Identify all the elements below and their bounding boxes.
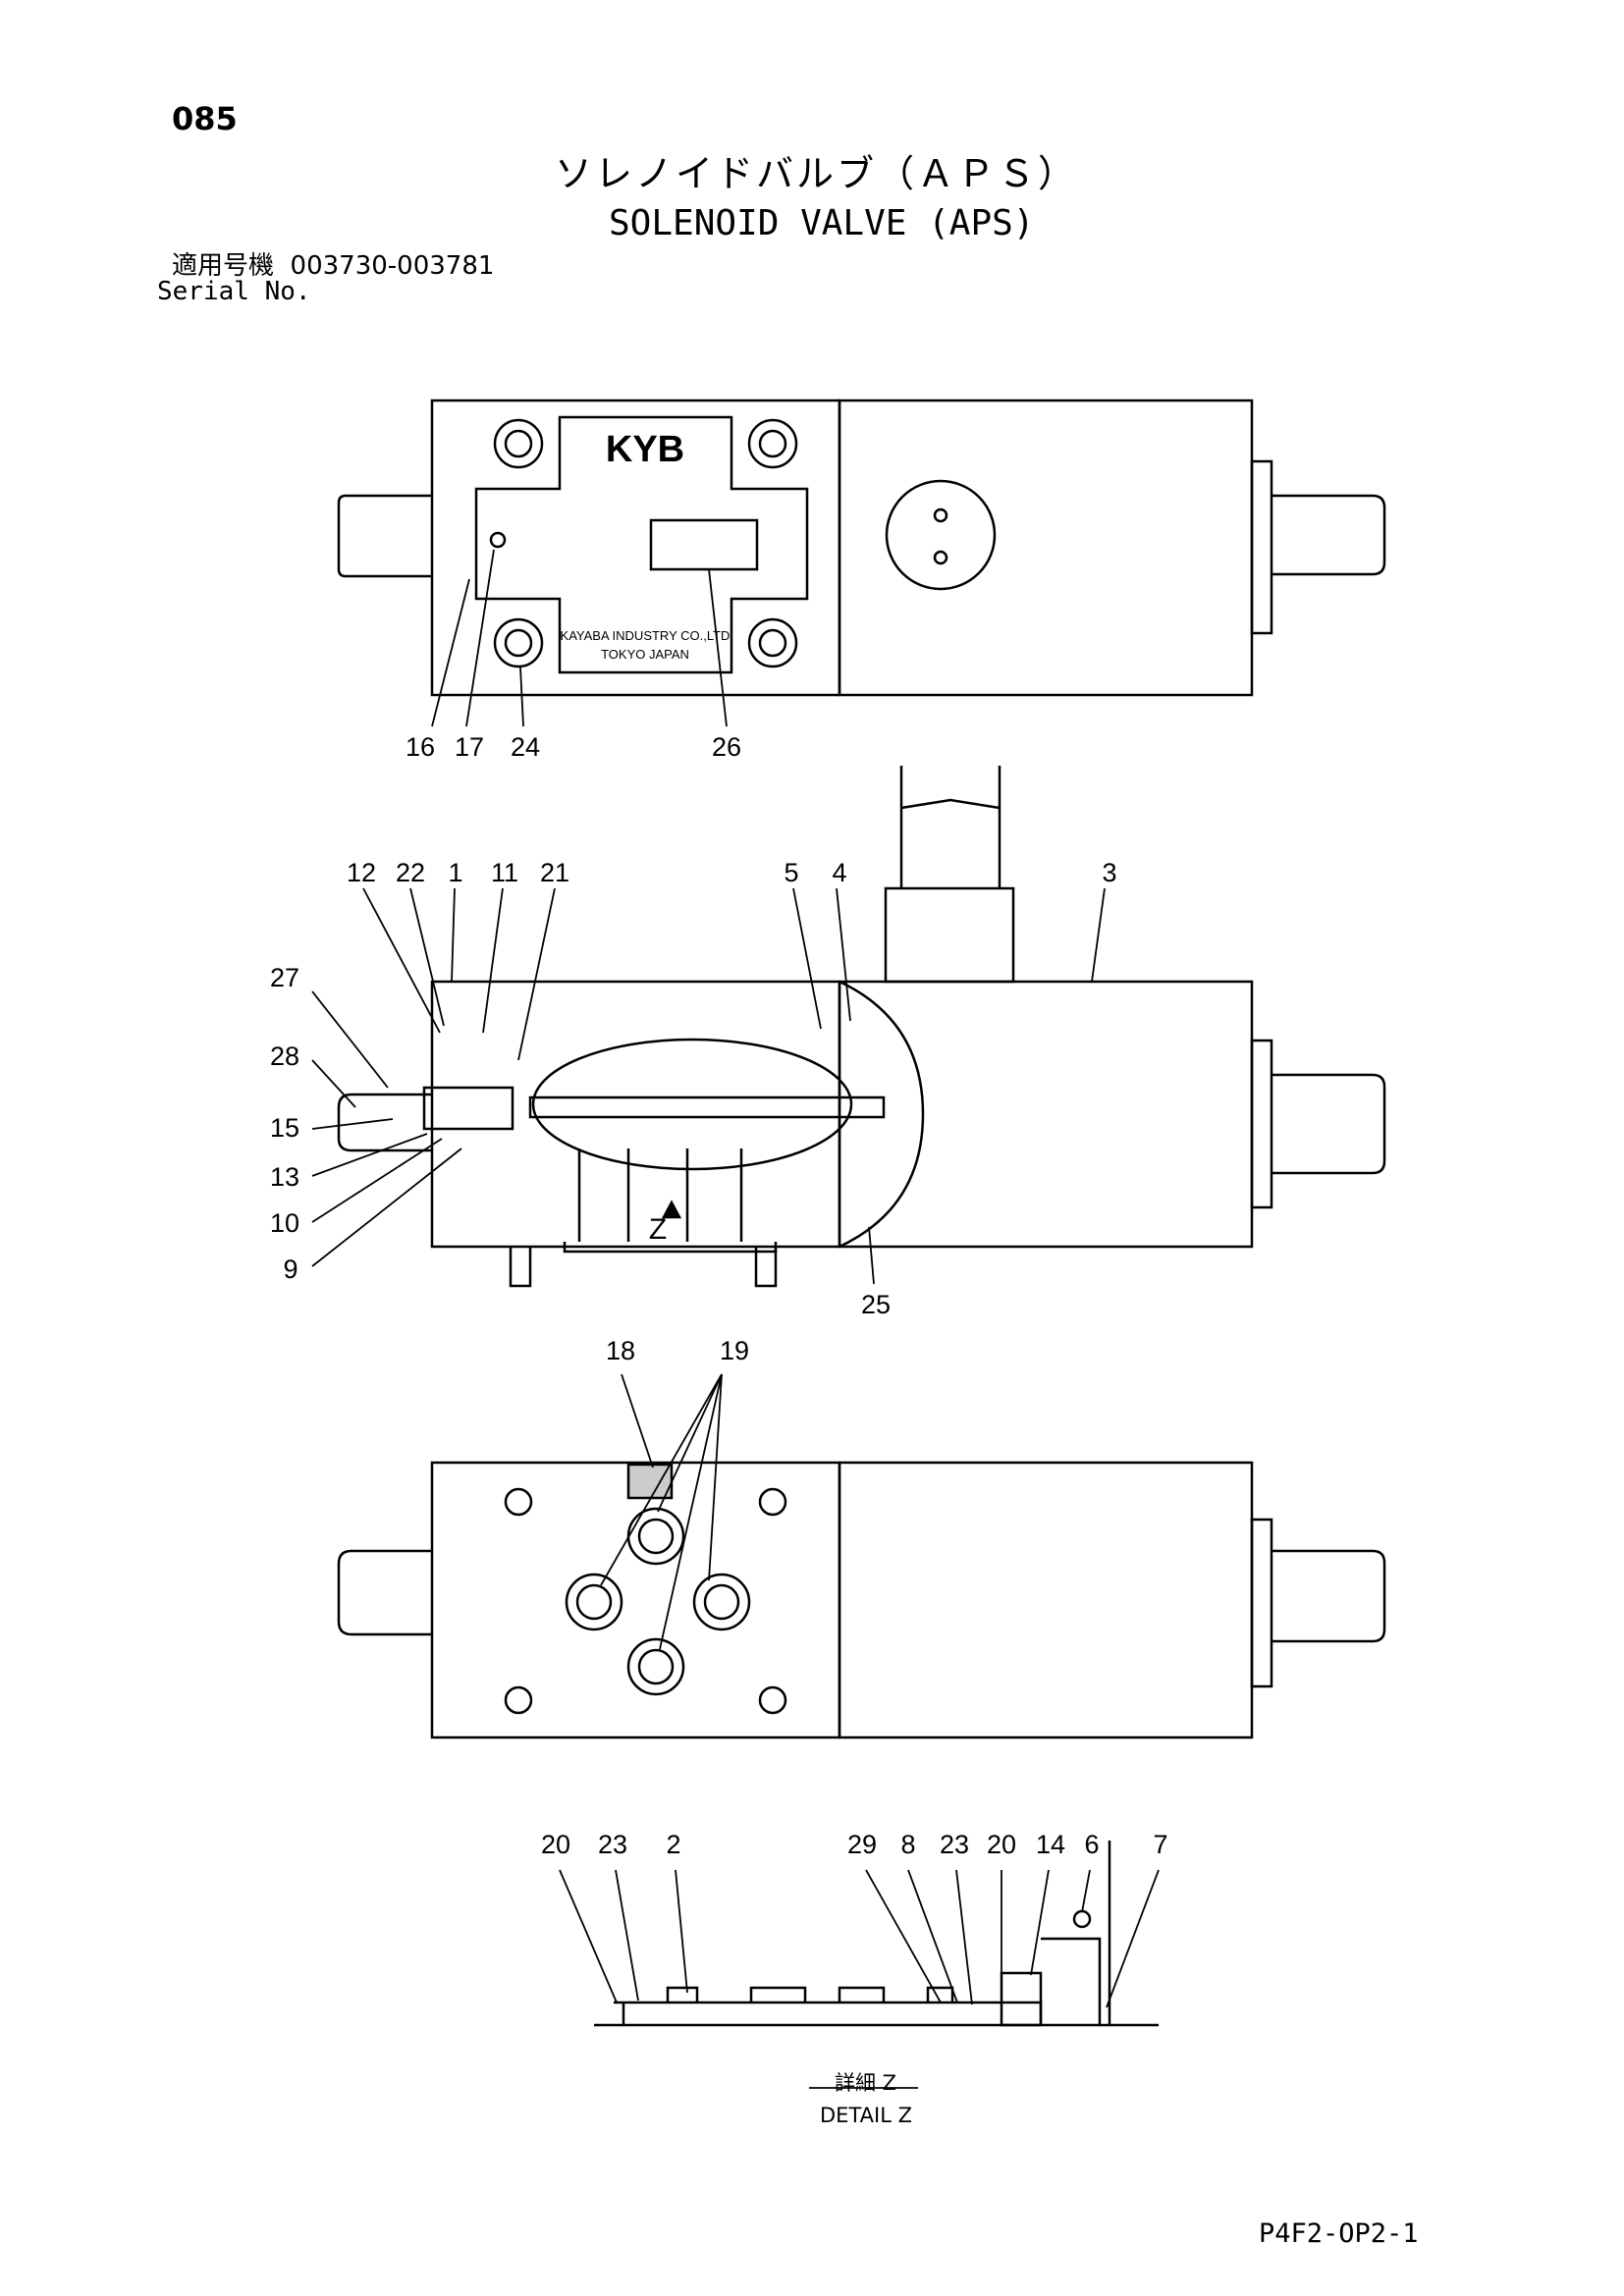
view-marker-z: Z	[649, 1213, 667, 1246]
detail-label: DETAIL Z	[820, 2104, 912, 2127]
page-title: SOLENOID VALVE (APS)	[609, 203, 1035, 243]
callout-23-left: 23	[598, 1830, 627, 1859]
callout-16: 16	[406, 732, 435, 762]
callout-27: 27	[270, 963, 299, 992]
callout-2: 2	[666, 1830, 680, 1859]
section-view	[337, 766, 1386, 1288]
callout-3: 3	[1102, 858, 1116, 887]
page-number: 085	[172, 100, 238, 137]
callout-28: 28	[270, 1041, 299, 1071]
callout-7: 7	[1153, 1830, 1167, 1859]
callout-26: 26	[712, 732, 741, 762]
detail-z-view	[594, 1841, 1159, 2027]
top-view	[337, 399, 1386, 697]
callout-24: 24	[511, 732, 540, 762]
serial-range: 003730-003781	[290, 251, 495, 281]
callout-20-right: 20	[987, 1830, 1016, 1859]
callout-11: 11	[491, 858, 518, 887]
callout-14: 14	[1036, 1830, 1065, 1859]
callout-4: 4	[832, 858, 846, 887]
callout-8: 8	[900, 1830, 915, 1859]
callout-20-left: 20	[541, 1830, 570, 1859]
nameplate-maker: KAYABA INDUSTRY CO.,LTD	[561, 628, 731, 643]
callout-22: 22	[396, 858, 425, 887]
callout-1: 1	[448, 858, 462, 887]
page-title-japanese: ソレノイドバルブ（ＡＰＳ）	[555, 152, 1079, 195]
serial-label-japanese: 適用号機	[172, 251, 275, 281]
callout-19: 19	[720, 1336, 749, 1365]
serial-label: Serial No.	[157, 277, 311, 306]
callout-17: 17	[455, 732, 484, 762]
nameplate-brand: KYB	[606, 429, 684, 470]
callout-9: 9	[283, 1255, 298, 1284]
leader-lines	[311, 549, 1160, 2017]
detail-label-japanese: 詳細 Z	[835, 2071, 897, 2095]
callout-6: 6	[1084, 1830, 1099, 1859]
callout-23-right: 23	[940, 1830, 969, 1859]
callout-18: 18	[606, 1336, 635, 1365]
callout-10: 10	[270, 1208, 299, 1238]
callout-25: 25	[861, 1290, 891, 1319]
callout-13: 13	[270, 1162, 299, 1192]
serial-range-line: 適用号機 003730-003781	[172, 253, 494, 279]
callout-5: 5	[784, 858, 798, 887]
nameplate-location: TOKYO JAPAN	[601, 647, 689, 662]
callout-21: 21	[540, 858, 569, 887]
callout-15: 15	[270, 1113, 299, 1143]
callout-29: 29	[847, 1830, 877, 1859]
callout-12: 12	[347, 858, 376, 887]
bottom-view	[337, 1461, 1386, 1739]
reference-code: P4F2-OP2-1	[1259, 2218, 1419, 2249]
